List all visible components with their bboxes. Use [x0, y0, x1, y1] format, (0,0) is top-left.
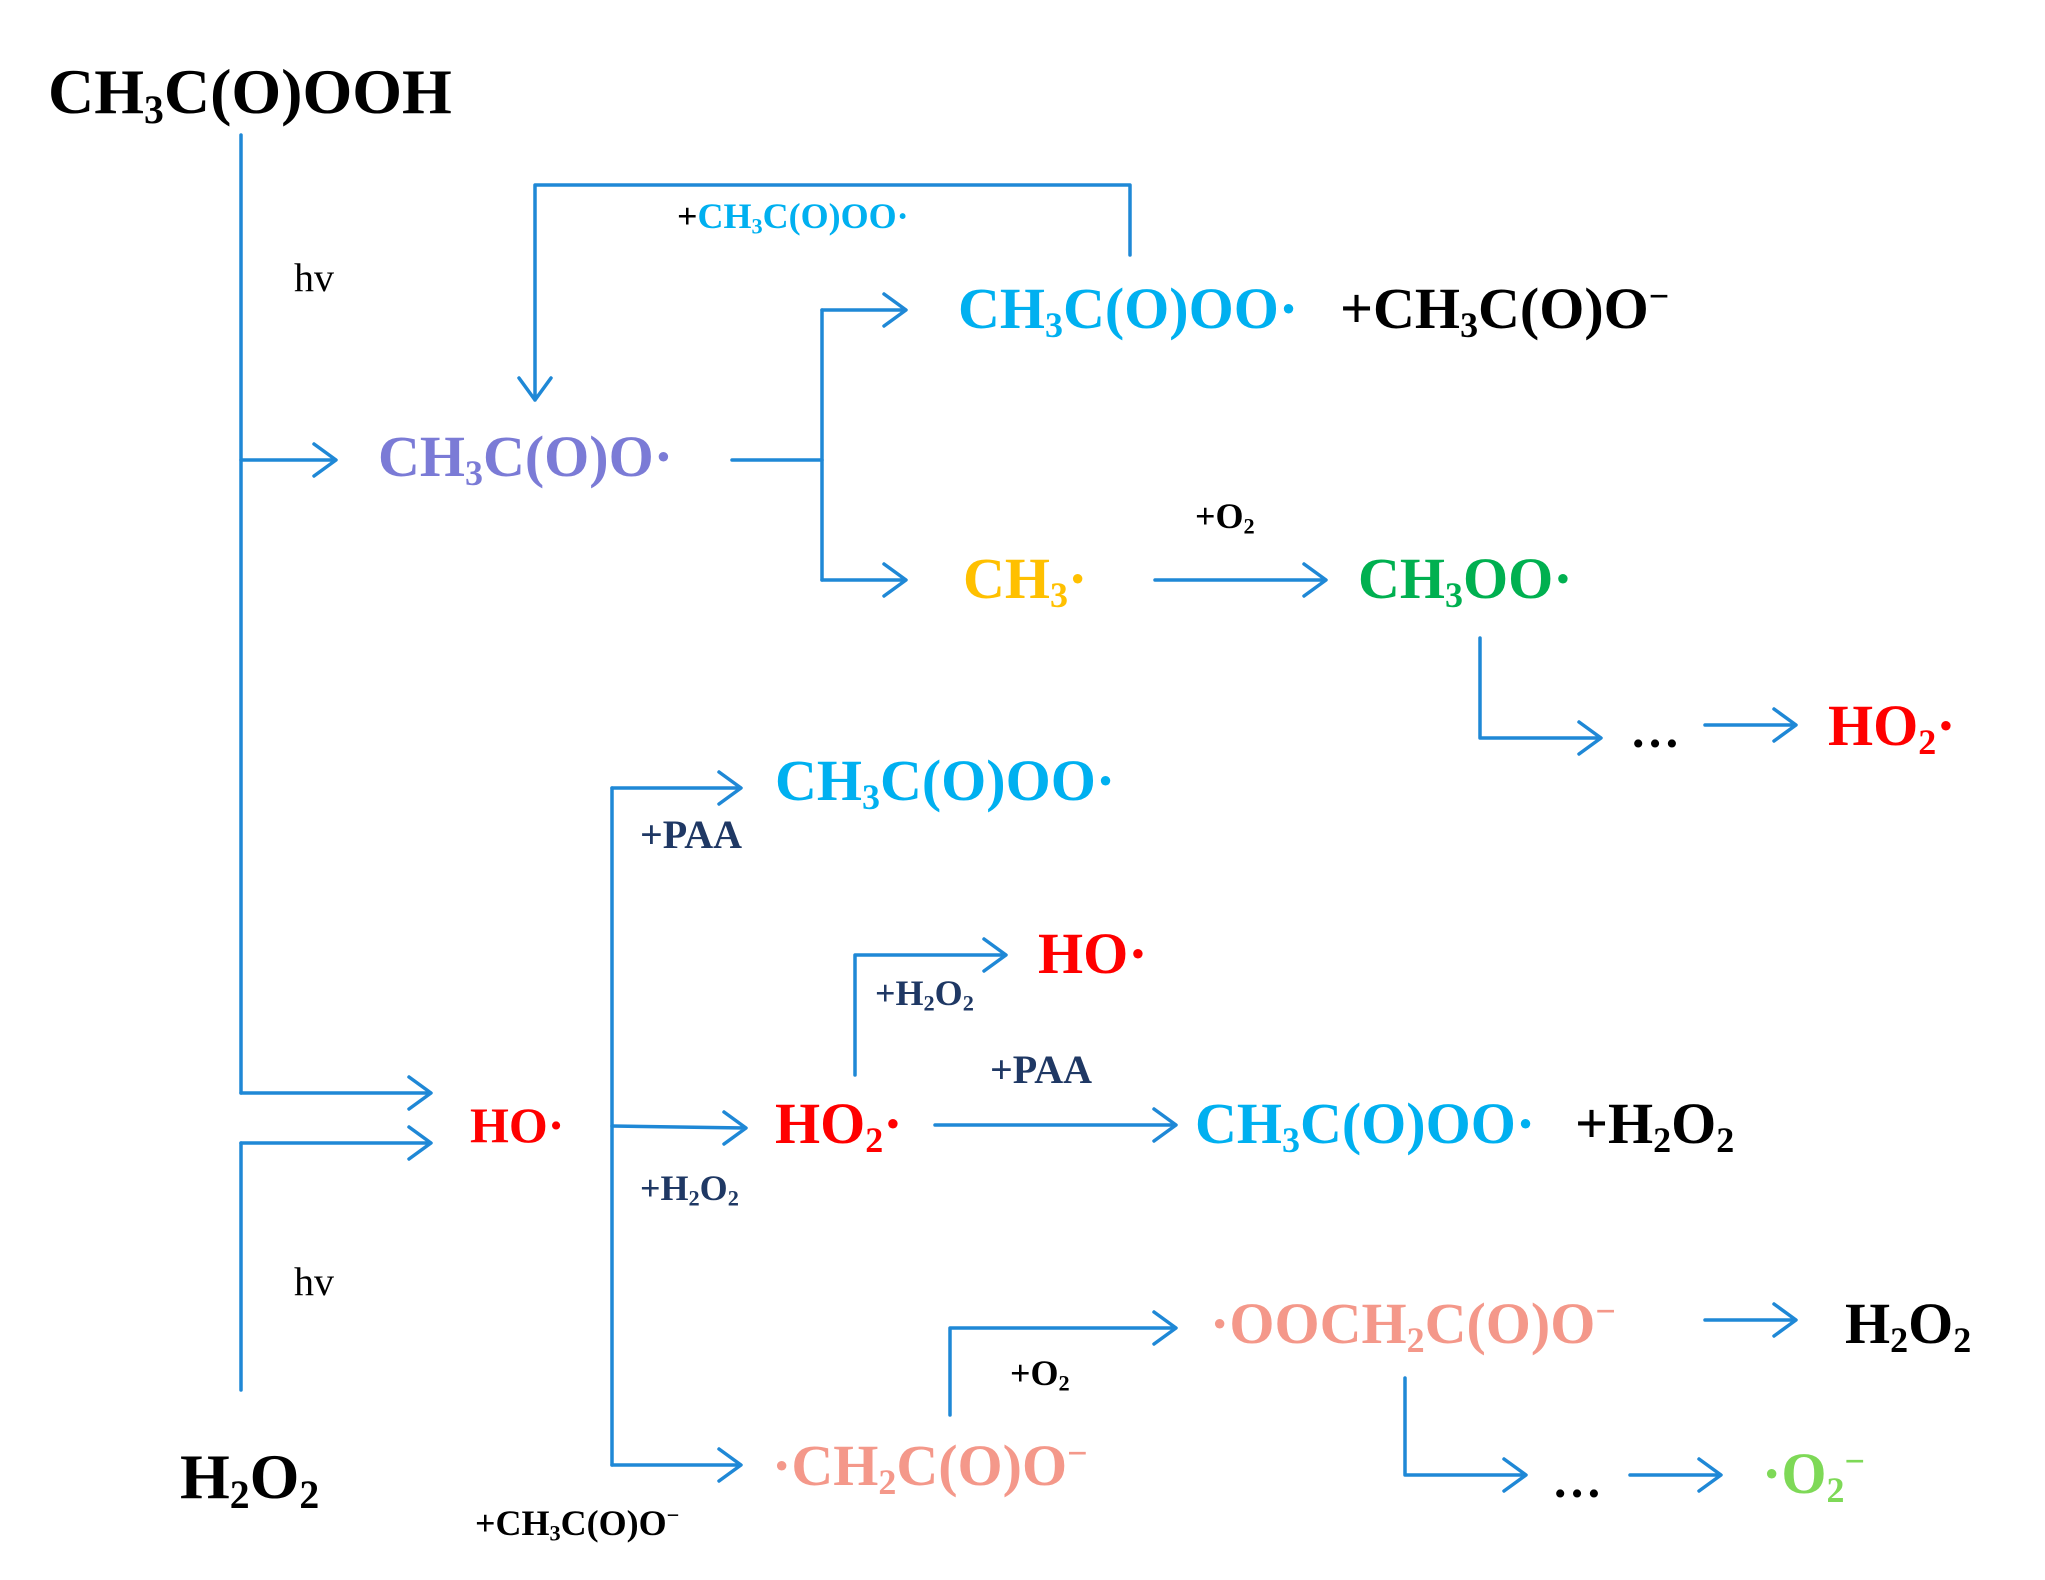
methylperoxyl-radical: CH3OO· [1358, 546, 1573, 615]
acetate-top: +CH3C(O)O− [1340, 276, 1670, 345]
acetate-label-bottom: +CH3C(O)O− [475, 1502, 680, 1546]
hydroxyl-radical-upper: HO· [1038, 921, 1148, 986]
paa-label-center: +PAA [990, 1047, 1093, 1092]
hydroxyl-radical-center: HO· [470, 1097, 565, 1153]
arrow-dots-to-ho2 [1703, 707, 1798, 743]
arrow-carboxymethyl-to-peroxy [948, 1310, 1178, 1417]
arrow-methyl-to-methylperoxyl [1153, 562, 1328, 598]
arrow-ho-to-carboxymethyl [610, 1447, 743, 1483]
peroxyacetate-radical: ·OOCH2C(O)O− [1210, 1291, 1616, 1360]
arrow-ho-to-acetylperoxyl [610, 770, 743, 806]
acetylperoxyl-radical-mid: CH3C(O)OO· [775, 748, 1116, 817]
acetylperoxyl-radical-low: CH3C(O)OO· [1195, 1091, 1536, 1160]
arrow-to-acetylperoxyl-top [820, 292, 908, 328]
arrow-ho2-to-ho [853, 937, 1008, 1077]
methyl-radical: CH3· [963, 546, 1088, 615]
h2o2-label-lower: +H2O2 [640, 1168, 739, 1211]
acetyloxyl-radical: CH3C(O)O· [378, 424, 674, 493]
photolysis-label-top: hv [294, 255, 334, 300]
peracetic-acid: CH3C(O)OOH [48, 56, 452, 132]
oxygen-label-top: +O2 [1195, 496, 1255, 539]
oxygen-label-bottom: +O2 [1010, 1353, 1070, 1396]
arrow-methylperoxyl-down [1478, 636, 1603, 756]
arrow-to-acetyloxyl [239, 442, 338, 478]
arrow-to-methyl [820, 562, 908, 598]
hydrogen-peroxide-product-low: +H2O2 [1575, 1091, 1735, 1160]
acetylperoxyl-radical-top: CH3C(O)OO· [958, 276, 1299, 345]
superoxide-radical: ·O2− [1762, 1441, 1865, 1510]
feedback-loop [517, 183, 1132, 402]
arrow-paa-to-ho [239, 1075, 433, 1111]
hydroperoxyl-radical-center: HO2· [775, 1091, 903, 1160]
paa-label-upper: +PAA [640, 812, 743, 857]
photolysis-label-bottom: hv [294, 1259, 334, 1304]
arrow-peroxy-to-h2o2 [1703, 1302, 1798, 1338]
carboxymethyl-radical: ·CH2C(O)O− [772, 1433, 1088, 1502]
arrow-peroxy-down [1403, 1376, 1528, 1493]
arrow-ho-to-ho2 [610, 1110, 748, 1146]
arrow-ho2-to-acetylperoxyl [933, 1107, 1178, 1143]
h2o2-label-upper: +H2O2 [875, 973, 974, 1016]
hydroperoxyl-radical-top: HO2· [1828, 693, 1956, 762]
hydrogen-peroxide-final: H2O2 [1845, 1291, 1972, 1360]
arrow-h2o2-to-ho [239, 1125, 433, 1161]
arrow-dots-to-superoxide [1628, 1457, 1723, 1493]
hydrogen-peroxide-source: H2O2 [180, 1441, 320, 1517]
ellipsis-1: … [1630, 702, 1680, 758]
ellipsis-2: … [1552, 1452, 1602, 1508]
feedback-reagent-label: +CH3C(O)OO· [677, 196, 909, 239]
